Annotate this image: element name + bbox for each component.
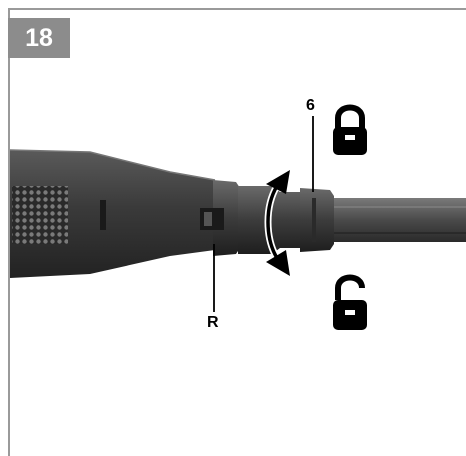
padlock-open-icon: [333, 274, 367, 330]
figure-frame: [8, 8, 466, 456]
padlock-closed-icon: [333, 104, 367, 155]
callout-label-r: R: [207, 314, 219, 331]
figure-number-badge: 18: [8, 18, 70, 58]
ventilation-grille: [12, 186, 68, 244]
double-arrow-rotate-icon: [264, 170, 290, 276]
tool-holder-collar: [200, 180, 240, 256]
callout-label-6: 6: [306, 97, 315, 114]
bit-shank: [334, 198, 466, 242]
tool-body: [9, 149, 216, 278]
locking-sleeve: [238, 186, 334, 254]
